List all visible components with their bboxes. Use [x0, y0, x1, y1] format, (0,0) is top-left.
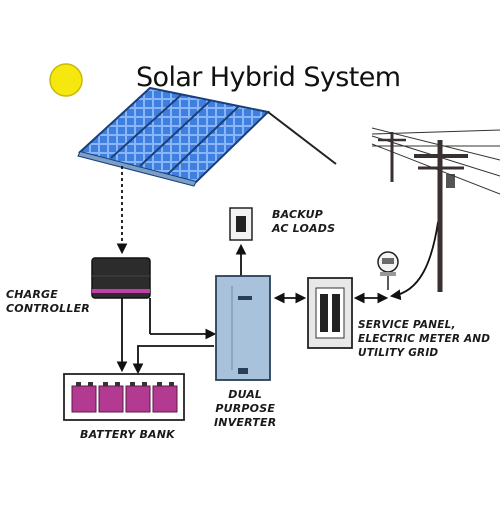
inverter-to-battery-line — [132, 345, 214, 375]
sun-icon — [49, 63, 83, 97]
charge-controller-label: CHARGE CONTROLLER — [6, 288, 90, 315]
backup-loads-label: BACKUP AC LOADS — [272, 208, 336, 235]
backup-loads-icon — [229, 207, 253, 241]
service-panel-icon — [307, 277, 353, 349]
battery-bank-label: BATTERY BANK — [80, 428, 175, 441]
charge-controller-icon — [91, 257, 151, 299]
utility-pole-icon — [371, 127, 500, 292]
battery-bank-icon — [63, 373, 185, 421]
solar-panel-icon — [77, 86, 337, 187]
diagram-title: Solar Hybrid System — [136, 62, 401, 93]
inverter-label: DUAL PURPOSE INVERTER — [214, 388, 277, 429]
electric-meter-icon — [377, 251, 399, 290]
service-panel-label: SERVICE PANEL, ELECTRIC METER AND UTILIT… — [358, 319, 491, 359]
inverter-icon — [215, 275, 271, 381]
meter-to-grid-line — [389, 221, 439, 301]
